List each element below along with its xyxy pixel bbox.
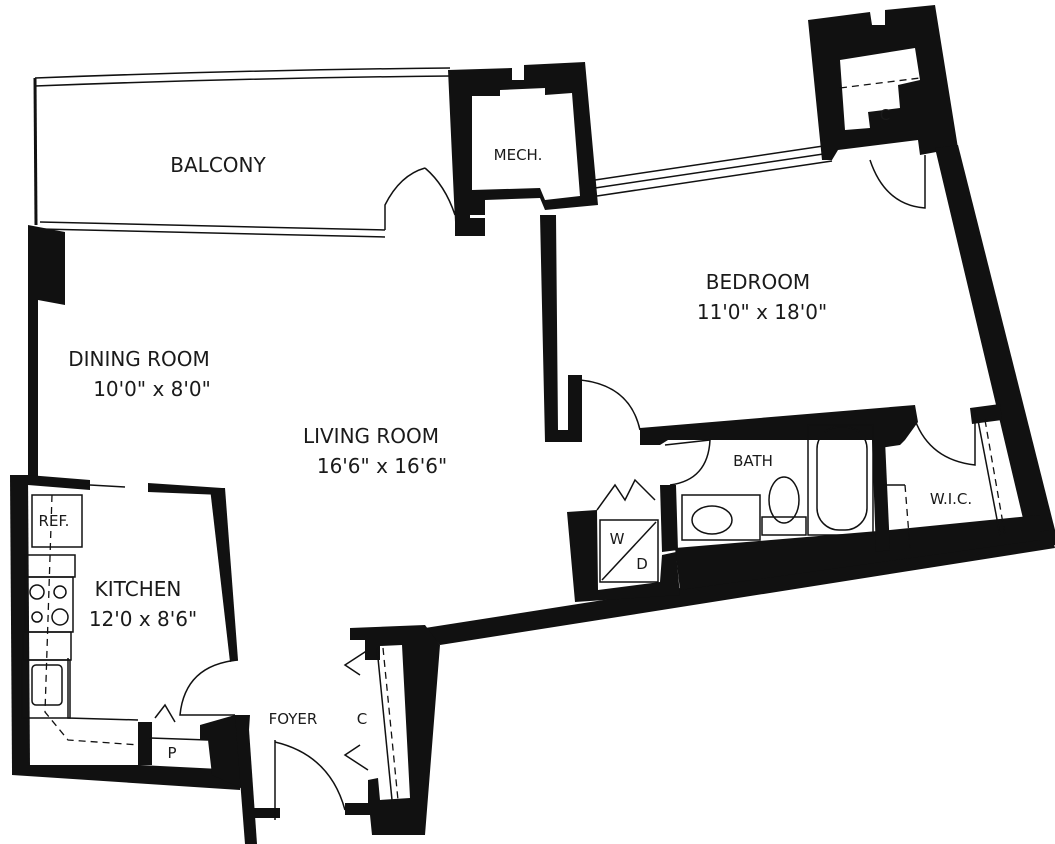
bath-fixtures (681, 424, 874, 541)
wall-stub (250, 808, 280, 818)
room-label-wic: W.I.C. (929, 490, 973, 508)
kitchen-left-wall (10, 475, 30, 770)
dining-left-wall (28, 225, 65, 478)
room-label-balcony: BALCONY (170, 153, 266, 177)
bedroom-door (579, 379, 641, 431)
room-size-living: 16'6" x 16'6" (316, 454, 448, 478)
wall-stub (455, 218, 485, 236)
wic-door (914, 410, 976, 466)
room-size-bedroom: 11'0" x 18'0" (696, 300, 828, 324)
bathtub-icon (816, 426, 868, 531)
washer-dryer (599, 519, 659, 583)
bath-top-wall (640, 405, 918, 448)
room-label-mech: MECH. (493, 146, 543, 164)
balcony-door (384, 167, 456, 230)
room-label-dining: DINING ROOM (68, 347, 210, 371)
room-label-bath: BATH (733, 452, 773, 470)
kitchen-counters (21, 494, 141, 746)
wall-stub (568, 375, 582, 435)
room-label-foyer-closet: C (356, 710, 368, 728)
foyer-closet-wall (345, 625, 440, 835)
room-label-bedroom-closet: C (879, 106, 891, 124)
label-washer: W (609, 530, 625, 548)
kitchen-top-wall (28, 475, 90, 490)
room-label-kitchen: KITCHEN (94, 577, 182, 601)
room-label-bedroom: BEDROOM (705, 270, 811, 294)
bath-wic-divider (872, 440, 890, 552)
mech-wall (448, 62, 598, 222)
closet-door-top (343, 649, 369, 676)
laundry-door (596, 478, 656, 511)
laundry-wall (567, 510, 680, 602)
sink-icon (691, 505, 733, 535)
bath-floor-wall (675, 515, 1040, 590)
bedroom-left-wall (540, 215, 582, 442)
label-refrigerator: REF. (38, 512, 70, 530)
bedroom-closet-wall (808, 5, 958, 160)
label-pantry: P (167, 744, 177, 762)
toilet-icon (768, 476, 800, 524)
entry-door (274, 741, 346, 811)
refrigerator (31, 494, 83, 548)
pantry-wall (138, 722, 152, 765)
closet-door-bottom (343, 744, 369, 771)
room-label-living: LIVING ROOM (302, 424, 440, 448)
label-dryer: D (636, 555, 648, 573)
balcony-railing (33, 67, 451, 238)
kitchen-right-wall (210, 488, 238, 662)
kitchen-bottom-wall (12, 765, 240, 790)
room-size-kitchen: 12'0 x 8'6" (88, 607, 198, 631)
kitchen-door (179, 659, 239, 716)
pantry-door (154, 703, 176, 723)
bedroom-window (594, 144, 833, 197)
bath-left-wall (660, 485, 678, 552)
right-exterior-wall (935, 145, 1055, 548)
bath-door (664, 439, 711, 486)
room-label-foyer: FOYER (268, 710, 318, 728)
room-size-dining: 10'0" x 8'0" (93, 377, 211, 401)
kitchen-top-wall-right (148, 483, 225, 495)
sink-icon (31, 664, 63, 706)
